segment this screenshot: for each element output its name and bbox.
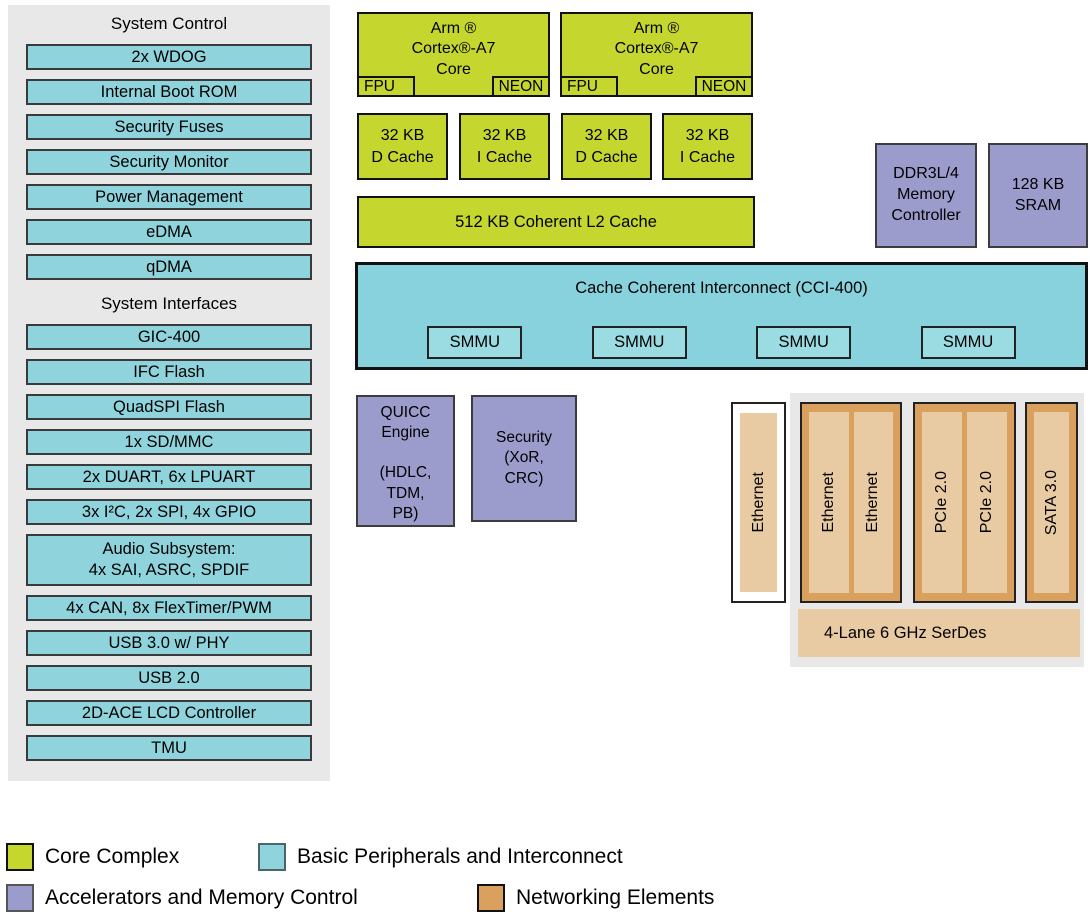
block-usb3: USB 3.0 w/ PHY (26, 630, 312, 656)
cci-400-label: Cache Coherent Interconnect (CCI-400) (575, 279, 868, 297)
block-power-management: Power Management (26, 184, 312, 210)
ethernet-standalone: Ethernet (731, 402, 786, 603)
block-gic-400: GIC-400 (26, 324, 312, 350)
core-1-label: Arm ® Cortex®-A7 Core (411, 20, 496, 78)
block-security-monitor: Security Monitor (26, 149, 312, 175)
pcie-group: PCIe 2.0 PCIe 2.0 (913, 402, 1016, 603)
ethernet-standalone-label: Ethernet (749, 472, 767, 533)
smmu-row: SMMU SMMU SMMU SMMU (358, 326, 1085, 359)
sata-block: SATA 3.0 (1025, 402, 1078, 603)
core-2-label: Arm ® Cortex®-A7 Core (614, 20, 699, 78)
ethernet-lane-1: Ethernet (809, 412, 849, 593)
system-control-title: System Control (110, 14, 228, 33)
smmu-4: SMMU (920, 326, 1016, 359)
block-audio-subsystem: Audio Subsystem: 4x SAI, ASRC, SPDIF (26, 534, 312, 586)
cci-400-interconnect: Cache Coherent Interconnect (CCI-400) SM… (355, 262, 1088, 370)
block-quadspi-flash: QuadSPI Flash (26, 394, 312, 420)
legend-label-networking: Networking Elements (516, 886, 715, 909)
block-can-flextimer: 4x CAN, 8x FlexTimer/PWM (26, 595, 312, 621)
block-tmu: TMU (26, 735, 312, 761)
i-cache-2: 32 KB I Cache (662, 113, 753, 180)
pcie-lane-2-label: PCIe 2.0 (978, 471, 995, 534)
ethernet-lane-2: Ethernet (853, 412, 893, 593)
block-boot-rom: Internal Boot ROM (26, 79, 312, 105)
block-usb2: USB 2.0 (26, 665, 312, 691)
block-edma: eDMA (26, 219, 312, 245)
sram: 128 KB SRAM (988, 143, 1088, 248)
serdes-banner: 4-Lane 6 GHz SerDes (798, 609, 1080, 657)
i-cache-1: 32 KB I Cache (459, 113, 550, 180)
block-i2c-spi-gpio: 3x I²C, 2x SPI, 4x GPIO (26, 499, 312, 525)
pcie-lane-1-label: PCIe 2.0 (933, 471, 950, 534)
ethernet-standalone-inner: Ethernet (740, 413, 777, 592)
smmu-3: SMMU (756, 326, 852, 359)
pcie-lane-1: PCIe 2.0 (922, 412, 962, 593)
block-duart-lpuart: 2x DUART, 6x LPUART (26, 464, 312, 490)
d-cache-1: 32 KB D Cache (357, 113, 448, 180)
block-ifc-flash: IFC Flash (26, 359, 312, 385)
smmu-1: SMMU (427, 326, 523, 359)
sata-lane: SATA 3.0 (1034, 412, 1069, 593)
core-1-neon: NEON (492, 76, 550, 97)
block-security-fuses: Security Fuses (26, 114, 312, 140)
system-interfaces-title: System Interfaces (100, 294, 238, 313)
legend-swatch-networking (477, 884, 505, 912)
cortex-a7-core-2: Arm ® Cortex®-A7 Core FPU NEON (560, 12, 753, 97)
legend-swatch-basic-peripherals (258, 843, 286, 871)
sata-label: SATA 3.0 (1042, 469, 1060, 536)
l2-cache: 512 KB Coherent L2 Cache (357, 196, 755, 248)
legend-swatch-core-complex (6, 843, 34, 871)
ddr-memory-controller: DDR3L/4 Memory Controller (875, 143, 977, 248)
system-panel: System Control 2x WDOG Internal Boot ROM… (8, 5, 330, 781)
core-2-neon: NEON (695, 76, 753, 97)
block-wdog: 2x WDOG (26, 44, 312, 70)
security-engine: Security (XoR, CRC) (471, 395, 577, 522)
smmu-2: SMMU (591, 326, 687, 359)
block-sd-mmc: 1x SD/MMC (26, 429, 312, 455)
pcie-lane-2: PCIe 2.0 (967, 412, 1007, 593)
core-2-fpu: FPU (560, 76, 618, 97)
ethernet-lane-2-label: Ethernet (864, 472, 882, 533)
ethernet-lane-1-label: Ethernet (819, 472, 837, 533)
block-qdma: qDMA (26, 254, 312, 280)
d-cache-2: 32 KB D Cache (561, 113, 652, 180)
core-1-fpu: FPU (357, 76, 415, 97)
legend-label-core-complex: Core Complex (45, 845, 180, 868)
cortex-a7-core-1: Arm ® Cortex®-A7 Core FPU NEON (357, 12, 550, 97)
legend-label-accelerators: Accelerators and Memory Control (45, 886, 358, 909)
block-lcd-controller: 2D-ACE LCD Controller (26, 700, 312, 726)
legend-label-basic-peripherals: Basic Peripherals and Interconnect (297, 845, 623, 868)
legend-swatch-accelerators (6, 884, 34, 912)
ethernet-group: Ethernet Ethernet (800, 402, 902, 603)
quicc-engine: QUICC Engine (HDLC, TDM, PB) (356, 395, 455, 527)
